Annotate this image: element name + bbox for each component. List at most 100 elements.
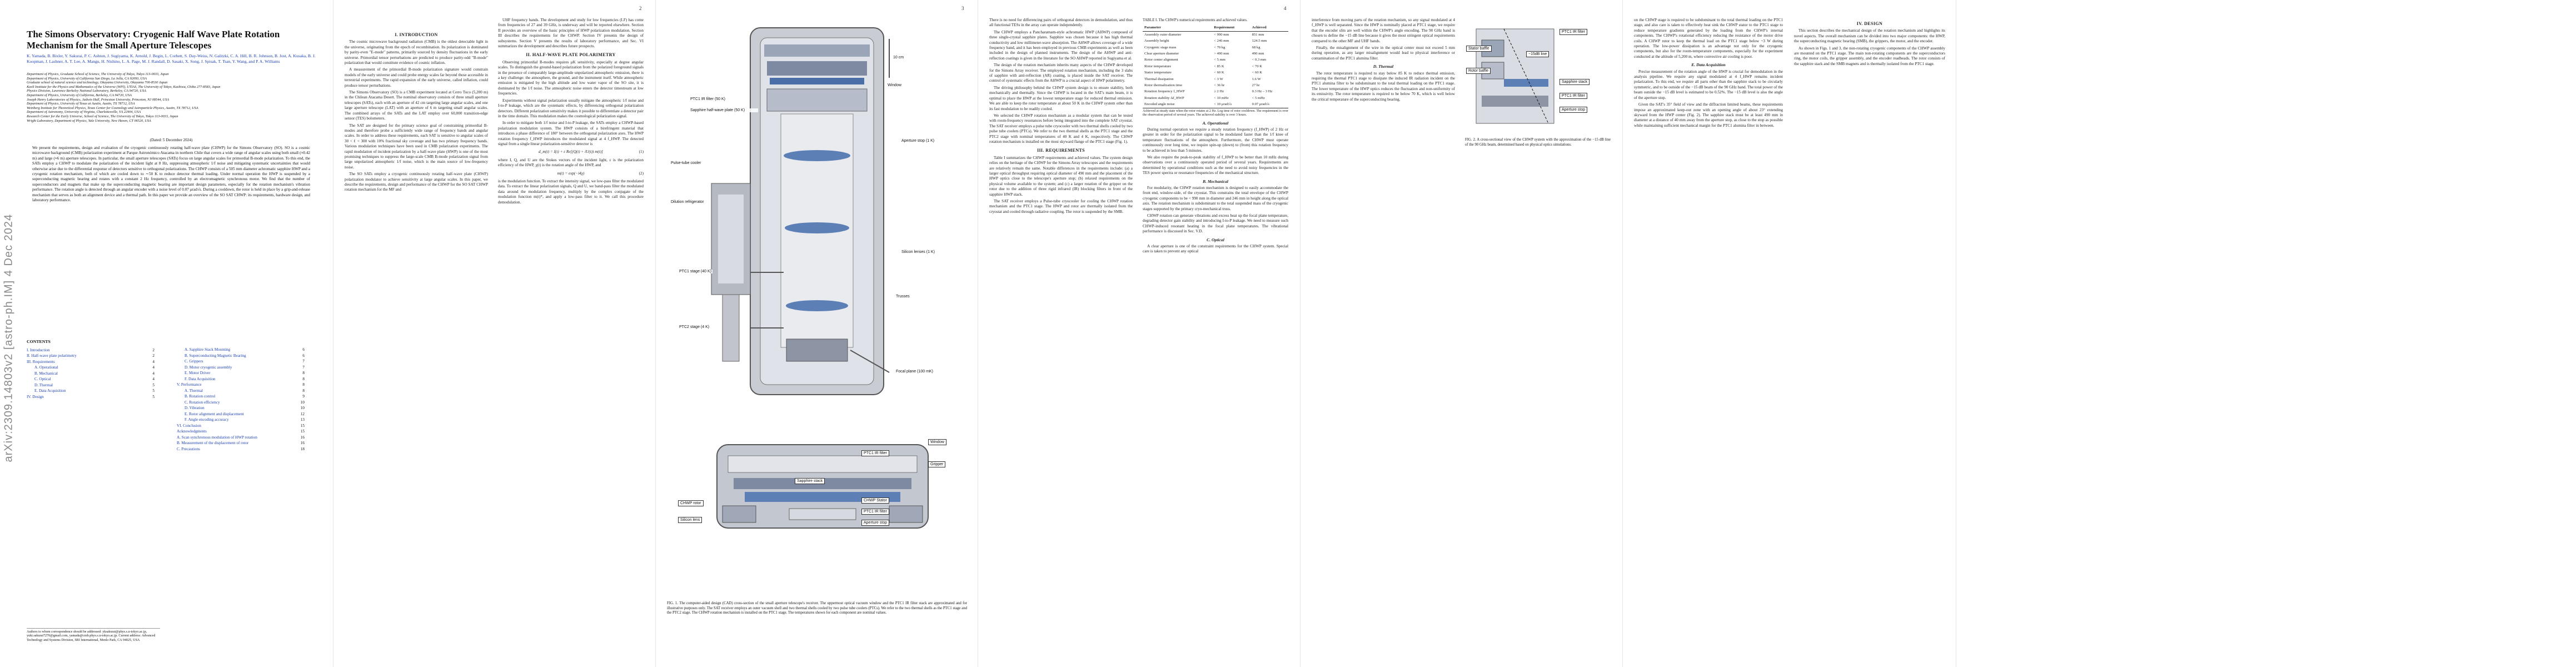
paragraph: As shown in Figs. 1 and 3, the non-rotat… xyxy=(1794,46,1945,66)
affiliation: Department of Physics, University of Cal… xyxy=(27,76,147,81)
paragraph: on the CHWP stage is required to be subd… xyxy=(1634,18,1783,59)
section-heading-hwp: II. HALF-WAVE PLATE POLARIMETRY xyxy=(526,52,616,58)
toc-entry-page: 4 xyxy=(152,371,155,376)
affiliation: Research Center for the Early Universe, … xyxy=(27,114,178,118)
page-2: 2 I. INTRODUCTION The cosmic microwave b… xyxy=(333,0,656,667)
page-number: 4 xyxy=(1284,6,1287,11)
footnote: Authors to whom correspondence should be… xyxy=(27,628,160,643)
toc-entry-label: B. Superconducting Magnetic Bearing xyxy=(185,353,246,358)
paragraph: Precise measurement of the rotation angl… xyxy=(1634,69,1783,100)
affiliation: Department of Astronomy, University of V… xyxy=(27,110,141,115)
page-number: 2 xyxy=(639,6,642,11)
subsection-heading-thermal: D. Thermal xyxy=(1373,64,1394,69)
toc-entry-page: 10 xyxy=(300,400,305,405)
label-ptc2-stage: PTC2 stage (4 K) xyxy=(678,325,711,329)
toc-entry-page: 8 xyxy=(302,382,305,387)
toc-entry-page: 10 xyxy=(300,406,305,410)
affiliation: Wright Laboratory, Department of Physics… xyxy=(27,118,151,123)
label-silicon-lenses: Silicon lenses (1 K) xyxy=(900,250,936,254)
table-row: Stator temperature< 60 K< 60 K xyxy=(1143,69,1288,76)
toc-entry-label: C. Optical xyxy=(34,377,51,381)
paragraph: The rotor temperature is required to sta… xyxy=(1312,71,1455,102)
affiliation: Department of Physics, University of Tex… xyxy=(27,102,135,106)
table-row: Rotor temperature< 85 K< 70 K xyxy=(1143,63,1288,69)
toc-entry-label: A. Scan synchronous modulation of HWP ro… xyxy=(177,435,257,440)
subsection-heading-optical: C. Optical xyxy=(1207,237,1224,242)
toc-heading: CONTENTS xyxy=(27,339,51,344)
page-3: 3 xyxy=(656,0,978,667)
table-cell: Clear aperture diameter xyxy=(1144,52,1179,56)
paragraph: where I, Q, and U are the Stokes vectors… xyxy=(498,157,644,168)
toc-entry-page: 15 xyxy=(300,423,305,428)
label-sapphire-stack: Sapphire stack xyxy=(795,478,825,484)
toc-entry-page: 13 xyxy=(300,417,305,422)
table-cell: 1.6 W xyxy=(1252,77,1261,81)
date-line: (Dated: 5 December 2024) xyxy=(150,138,193,142)
chwp-cross-section xyxy=(1476,28,1554,124)
label-sapphire-hwp: Sapphire half-wave plate (50 K) xyxy=(689,108,758,112)
label-window-detail: Window xyxy=(928,439,946,445)
toc-entry-label: E. Motor Driver xyxy=(185,371,211,375)
toc-entry-label: C. Rotation efficiency xyxy=(185,400,220,405)
table-cell: < 70 K xyxy=(1252,64,1263,68)
paragraph: The cosmic microwave background radiatio… xyxy=(345,39,488,66)
table-cell: Assembly height xyxy=(1144,39,1169,43)
toc-entry[interactable]: A. Scan synchronous modulation of HWP ro… xyxy=(177,435,305,441)
affiliation: Kavli Institute for the Physics and Math… xyxy=(27,84,221,89)
toc-entry-page: 6 xyxy=(302,353,305,358)
author-list[interactable]: K. Yamada, B. Bixler, Y. Sakurai, P. C. … xyxy=(27,53,316,64)
label-ptc1-ir: PTC1 IR filter xyxy=(861,509,890,515)
label-ptc1-filter-lower: PTC1 IR filter xyxy=(1559,93,1588,99)
affiliation: Department of Physics, University of Cal… xyxy=(27,93,132,97)
affiliation: Physics Division, Lawrence Berkeley Nati… xyxy=(27,89,146,93)
subsection-heading-mechanical: B. Mechanical xyxy=(1203,178,1228,184)
paragraph: For modularity, the CHWP rotation mechan… xyxy=(1143,185,1288,211)
toc-entry[interactable]: B. Superconducting Magnetic Bearing 6 xyxy=(177,353,305,359)
toc-entry-label: E. Data Acquisition xyxy=(34,389,66,393)
toc-entry-page: 9 xyxy=(302,394,305,399)
toc-entry-page: 7 xyxy=(302,359,305,364)
table-row: Rotor center alignment< 5 mm< 0.3 mm xyxy=(1143,57,1288,63)
table-cell: 851 mm xyxy=(1252,32,1264,37)
label-rotor-baffle: Rotor baffle xyxy=(1466,68,1491,74)
table-cell: < 5 mHz xyxy=(1252,96,1265,100)
affiliation: Weinberg Institute for Theoretical Physi… xyxy=(27,106,198,110)
toc-entry-label: Acknowledgments xyxy=(177,429,207,434)
paragraph: The Simons Observatory (SO) is a CMB exp… xyxy=(345,90,488,121)
column-right: IV. DESIGN This section describes the me… xyxy=(1794,18,1945,68)
table-cell: < 85 K xyxy=(1214,64,1224,68)
table-cell: 68 kg xyxy=(1252,45,1260,49)
toc-entry[interactable]: B. Measurement of the displacement of ro… xyxy=(177,440,305,446)
label-aperture-stop: Aperture stop xyxy=(1559,107,1588,113)
column-left: on the CHWP stage is required to be subd… xyxy=(1634,18,1783,130)
toc-entry[interactable]: C. Rotation efficiency 10 xyxy=(177,400,305,406)
table-cell: Assembly outer diameter xyxy=(1144,32,1182,37)
